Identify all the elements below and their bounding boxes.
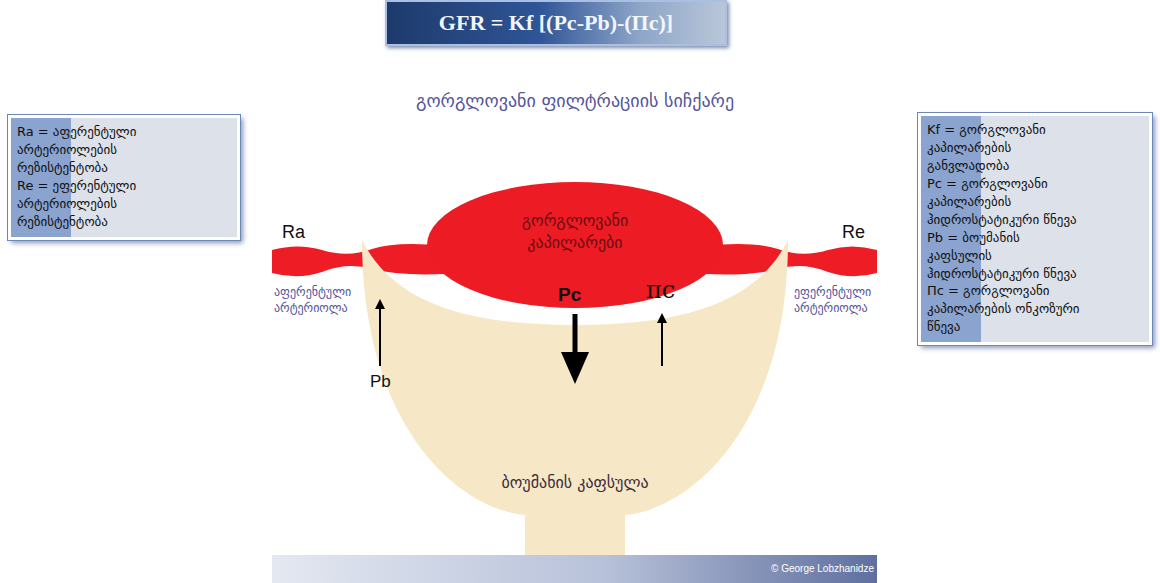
definition-text: Re = ეფერენტული არტერიოლების რეზისტენტობ… xyxy=(17,177,179,231)
efferent-arteriole xyxy=(705,244,877,276)
vessel-label: აფერენტული არტერიოლა xyxy=(274,284,362,316)
resistance-label: Re xyxy=(842,222,882,243)
formula-text: GFR = Kf [(Pc-Pb)-(Πc)] xyxy=(439,10,673,36)
pressure-arrow-head xyxy=(561,352,589,384)
vessel-label: ეფერენტული არტერიოლა xyxy=(794,284,886,316)
pressure-label: Pc xyxy=(558,284,598,306)
capillary-text: გორგლოვანი კაპილარები xyxy=(487,210,663,253)
definition-box: Kf = გორგლოვანი კაპილარების განვლადობაPc… xyxy=(918,113,1152,345)
capillary-fill xyxy=(427,182,723,308)
capsule-fill xyxy=(362,240,788,555)
footer-bar xyxy=(272,555,877,583)
definition-text: Pc = გორგლოვანი კაპილარების ჰიდროსტატიკუ… xyxy=(927,175,1083,229)
afferent-arteriole xyxy=(272,244,445,276)
pressure-arrow xyxy=(661,318,663,366)
definition-text: Kf = გორგლოვანი კაპილარების განვლადობა xyxy=(927,121,1083,175)
definition-text: Pb = ბოუმანის კაფსულის ჰიდროსტატიკური წნ… xyxy=(927,229,1083,283)
resistance-label: Ra xyxy=(282,222,322,243)
capsule-text: ბოუმანის კაფსულა xyxy=(420,473,730,492)
pressure-label: Pb xyxy=(370,372,410,392)
pressure-arrow xyxy=(379,304,381,366)
copyright: © George Lobzhanidze xyxy=(700,563,874,574)
definition-text: Πc = გორგლოვანი კაპილარების ონკოზური წნე… xyxy=(927,282,1083,336)
definition-text: Ra = აფერენტული არტერიოლების რეზისტენტობ… xyxy=(17,123,179,177)
definition-box: Ra = აფერენტული არტერიოლების რეზისტენტობ… xyxy=(8,115,240,240)
diagram-title: გორგლოვანი ფილტრაციის სიჩქარე xyxy=(335,90,815,111)
pressure-label: πc xyxy=(646,276,686,304)
pressure-arrow xyxy=(573,314,578,356)
formula-box: GFR = Kf [(Pc-Pb)-(Πc)] xyxy=(385,0,727,46)
